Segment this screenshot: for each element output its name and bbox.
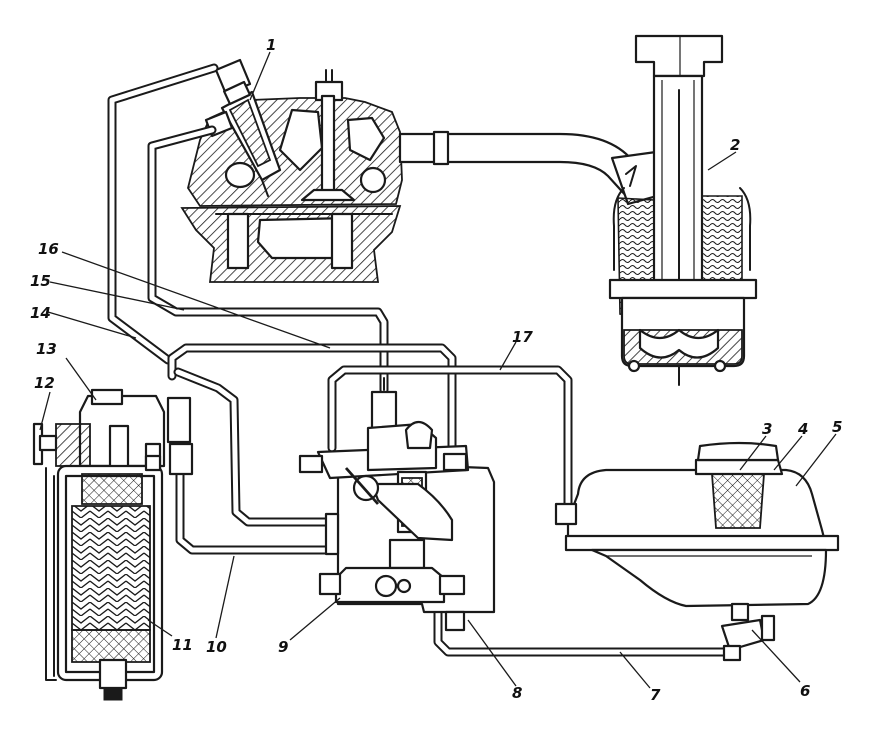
- leaders: [39, 51, 837, 689]
- intake-manifold: [398, 130, 666, 206]
- callout-11: 11: [172, 636, 193, 654]
- callout-12: 12: [34, 374, 55, 392]
- drain-valve: [720, 614, 776, 662]
- filter-drain-cock: [32, 422, 58, 466]
- callout-6: 6: [800, 682, 810, 700]
- callout-17: 17: [512, 328, 533, 346]
- callout-7: 7: [650, 686, 661, 704]
- injection-pump: [298, 377, 496, 632]
- callout-15: 15: [30, 272, 51, 290]
- fuel-tank: [564, 441, 840, 622]
- callout-9: 9: [278, 638, 288, 656]
- callout-8: 8: [512, 684, 522, 702]
- callout-5: 5: [832, 418, 842, 436]
- callout-1: 1: [266, 36, 276, 54]
- callout-3: 3: [762, 420, 772, 438]
- callout-14: 14: [30, 304, 51, 322]
- intake-valve: [300, 69, 356, 202]
- filter-fittings: [144, 396, 194, 476]
- tank-fitting: [554, 502, 578, 526]
- fuel-filter: [45, 388, 166, 701]
- callout-2: 2: [730, 136, 740, 154]
- air-cleaner: [608, 34, 758, 386]
- engine-block: [180, 205, 402, 283]
- injector: [204, 58, 282, 197]
- callout-10: 10: [206, 638, 227, 656]
- callout-16: 16: [38, 240, 59, 258]
- callout-4: 4: [797, 420, 808, 438]
- callout-13: 13: [36, 340, 57, 358]
- callouts: 1 2 3 4 5 6 7 8 9 10 11 12 13 14 15 16 1…: [30, 36, 842, 704]
- fuel-lines: [107, 63, 729, 657]
